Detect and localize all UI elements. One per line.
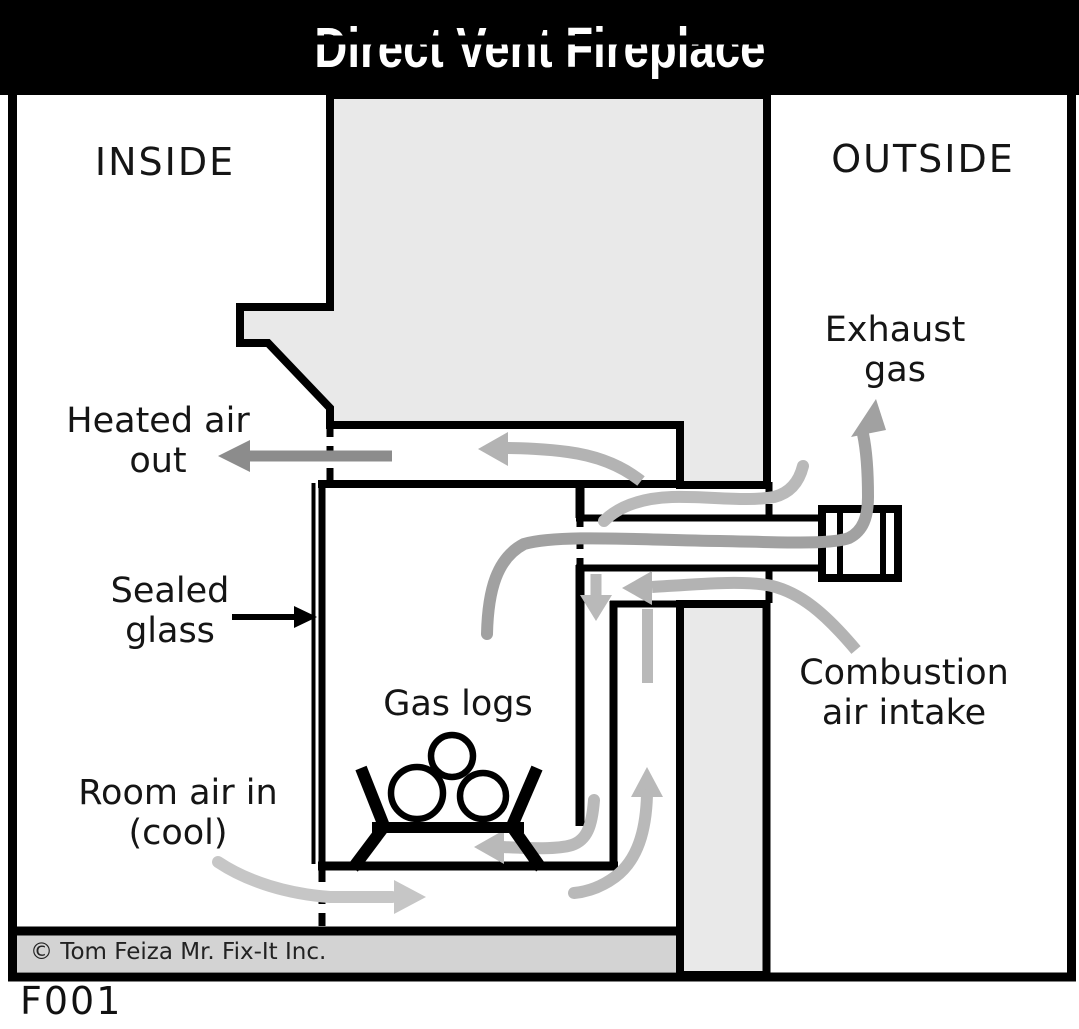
heated-air-out-line1: Heated air — [66, 401, 250, 441]
heated-air-out-label: Heated air out — [38, 401, 278, 481]
gas-logs-drawing — [387, 731, 510, 823]
sealed-glass-pointer — [232, 606, 317, 628]
gas-logs-label: Gas logs — [383, 684, 533, 724]
copyright-bar — [17, 935, 676, 972]
combustion-down-arrowhead — [580, 595, 612, 621]
heated-air-channel-arrowhead — [478, 432, 508, 466]
combustion-line2: air intake — [821, 693, 987, 733]
combustion-air-intake-label: Combustion air intake — [784, 653, 1024, 733]
exhaust-gas-arrowhead — [851, 399, 886, 437]
combustion-enter-arrowhead — [474, 830, 504, 864]
room-air-in-arrowhead — [394, 880, 426, 914]
room-air-in-arrow — [212, 856, 398, 903]
room-air-up-arrow — [568, 789, 653, 899]
firebox-structure — [311, 480, 820, 871]
room-air-in-line1: Room air in — [78, 773, 278, 813]
exhaust-gas-arrow — [481, 428, 875, 640]
heated-air-out-arrowhead — [218, 440, 250, 472]
airflow-arrows — [212, 432, 861, 914]
upper-wall-chimney — [236, 91, 771, 489]
log-grate — [348, 765, 546, 872]
exhaust-gas-label: Exhaust gas — [775, 310, 1015, 390]
grate-left-arm — [355, 765, 390, 829]
room-air-up-arrowhead — [631, 767, 663, 797]
exhaust-gas-line1: Exhaust — [824, 310, 966, 350]
lower-wall — [676, 600, 771, 979]
page-title: Direct Vent Fireplace — [313, 15, 766, 80]
exhaust-gas-line2: gas — [864, 350, 926, 390]
sealed-glass-line2: glass — [125, 611, 215, 651]
grate-right-arm — [506, 765, 543, 829]
primary-arrows — [218, 399, 886, 640]
log-right — [456, 769, 510, 823]
combustion-intake-arrow — [651, 576, 861, 654]
copyright-text: © Tom Feiza Mr. Fix-It Inc. — [30, 939, 327, 965]
sealed-glass-line1: Sealed — [110, 571, 230, 611]
heated-air-out-line2: out — [129, 441, 187, 481]
inside-label: INSIDE — [94, 140, 236, 184]
grate-right-leg — [505, 820, 546, 872]
sealed-glass-label: Sealed glass — [50, 571, 290, 651]
combustion-intake-arrowhead — [622, 571, 652, 605]
title-bar: Direct Vent Fireplace — [0, 0, 1079, 95]
combustion-line1: Combustion — [799, 653, 1009, 693]
heated-air-channel-arrow — [504, 442, 645, 486]
grate-left-leg — [348, 820, 391, 872]
log-left — [387, 763, 447, 823]
diagram-border — [8, 35, 1076, 982]
pointer-arrowhead — [294, 606, 317, 628]
room-air-in-line2: (cool) — [128, 813, 228, 853]
room-air-in-label: Room air in (cool) — [58, 773, 298, 853]
figure-code: F001 — [20, 979, 123, 1023]
outside-label: OUTSIDE — [831, 137, 1015, 181]
combustion-air-overpipe-arrow — [598, 460, 809, 527]
log-top — [427, 731, 477, 781]
